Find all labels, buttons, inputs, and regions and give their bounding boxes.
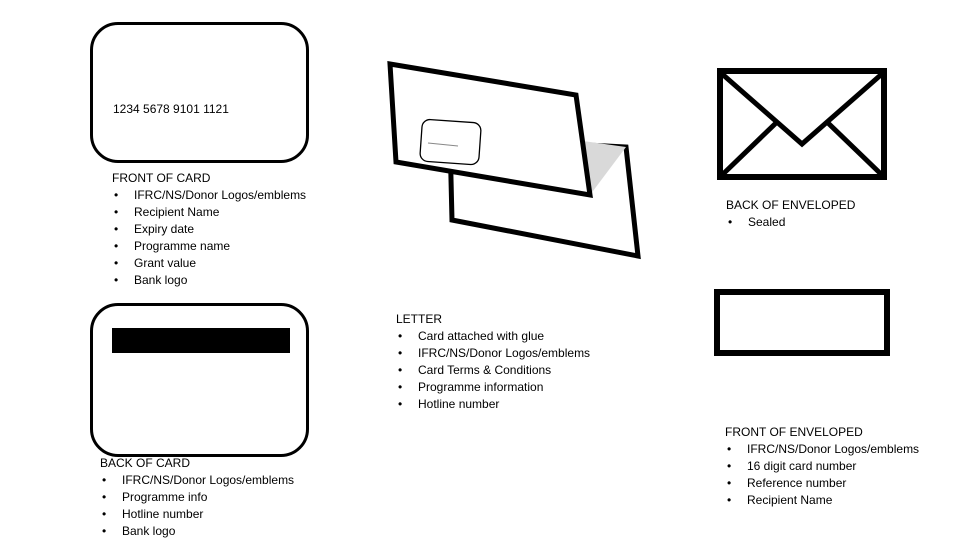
envelope-front-caption: FRONT OF ENVELOPED IFRC/NS/Donor Logos/e… <box>725 424 919 509</box>
letter-glued-card <box>419 118 482 166</box>
list-item: Recipient Name <box>725 492 919 509</box>
envelope-back-caption: BACK OF ENVELOPED Sealed <box>726 197 855 231</box>
letter-fold-shadow <box>583 141 626 195</box>
envelope-front-illustration <box>714 289 890 356</box>
list-item: IFRC/NS/Donor Logos/emblems <box>112 187 306 204</box>
list-item: Expiry date <box>112 221 306 238</box>
list-item: Card Terms & Conditions <box>396 362 590 379</box>
back-card-caption: BACK OF CARD IFRC/NS/Donor Logos/emblems… <box>100 455 294 540</box>
front-card-title: FRONT OF CARD <box>112 171 211 185</box>
list-item: IFRC/NS/Donor Logos/emblems <box>396 345 590 362</box>
list-item: IFRC/NS/Donor Logos/emblems <box>100 472 294 489</box>
list-item: Grant value <box>112 255 306 272</box>
list-item: Hotline number <box>396 396 590 413</box>
envelope-fold-left <box>719 120 779 178</box>
back-card-illustration <box>90 303 309 457</box>
list-item: Reference number <box>725 475 919 492</box>
envelope-flap <box>719 71 885 148</box>
front-card-illustration: 1234 5678 9101 1121 <box>90 22 309 163</box>
back-card-list: IFRC/NS/Donor Logos/emblems Programme in… <box>100 472 294 540</box>
letter-front-page <box>387 61 593 199</box>
card-number: 1234 5678 9101 1121 <box>113 102 229 116</box>
envelope-back-list: Sealed <box>726 214 855 231</box>
front-card-caption: FRONT OF CARD IFRC/NS/Donor Logos/emblem… <box>112 170 306 289</box>
list-item: Bank logo <box>112 272 306 289</box>
letter-card-text-mark <box>427 142 459 147</box>
list-item: Bank logo <box>100 523 294 540</box>
list-item: Sealed <box>726 214 855 231</box>
list-item: Hotline number <box>100 506 294 523</box>
envelope-fold-right <box>825 120 885 178</box>
list-item: IFRC/NS/Donor Logos/emblems <box>725 441 919 458</box>
envelope-front-list: IFRC/NS/Donor Logos/emblems 16 digit car… <box>725 441 919 509</box>
envelope-front-title: FRONT OF ENVELOPED <box>725 425 863 439</box>
list-item: Programme name <box>112 238 306 255</box>
envelope-back-illustration <box>717 68 887 180</box>
letter-list: Card attached with glue IFRC/NS/Donor Lo… <box>396 328 590 413</box>
back-card-title: BACK OF CARD <box>100 456 191 470</box>
letter-title: LETTER <box>396 312 443 326</box>
front-card-list: IFRC/NS/Donor Logos/emblems Recipient Na… <box>112 187 306 289</box>
magnetic-stripe <box>112 328 290 353</box>
list-item: Recipient Name <box>112 204 306 221</box>
list-item: 16 digit card number <box>725 458 919 475</box>
envelope-back-title: BACK OF ENVELOPED <box>726 198 856 212</box>
list-item: Programme information <box>396 379 590 396</box>
list-item: Card attached with glue <box>396 328 590 345</box>
letter-caption: LETTER Card attached with glue IFRC/NS/D… <box>396 311 590 413</box>
envelope-back-body <box>717 68 887 180</box>
list-item: Programme info <box>100 489 294 506</box>
